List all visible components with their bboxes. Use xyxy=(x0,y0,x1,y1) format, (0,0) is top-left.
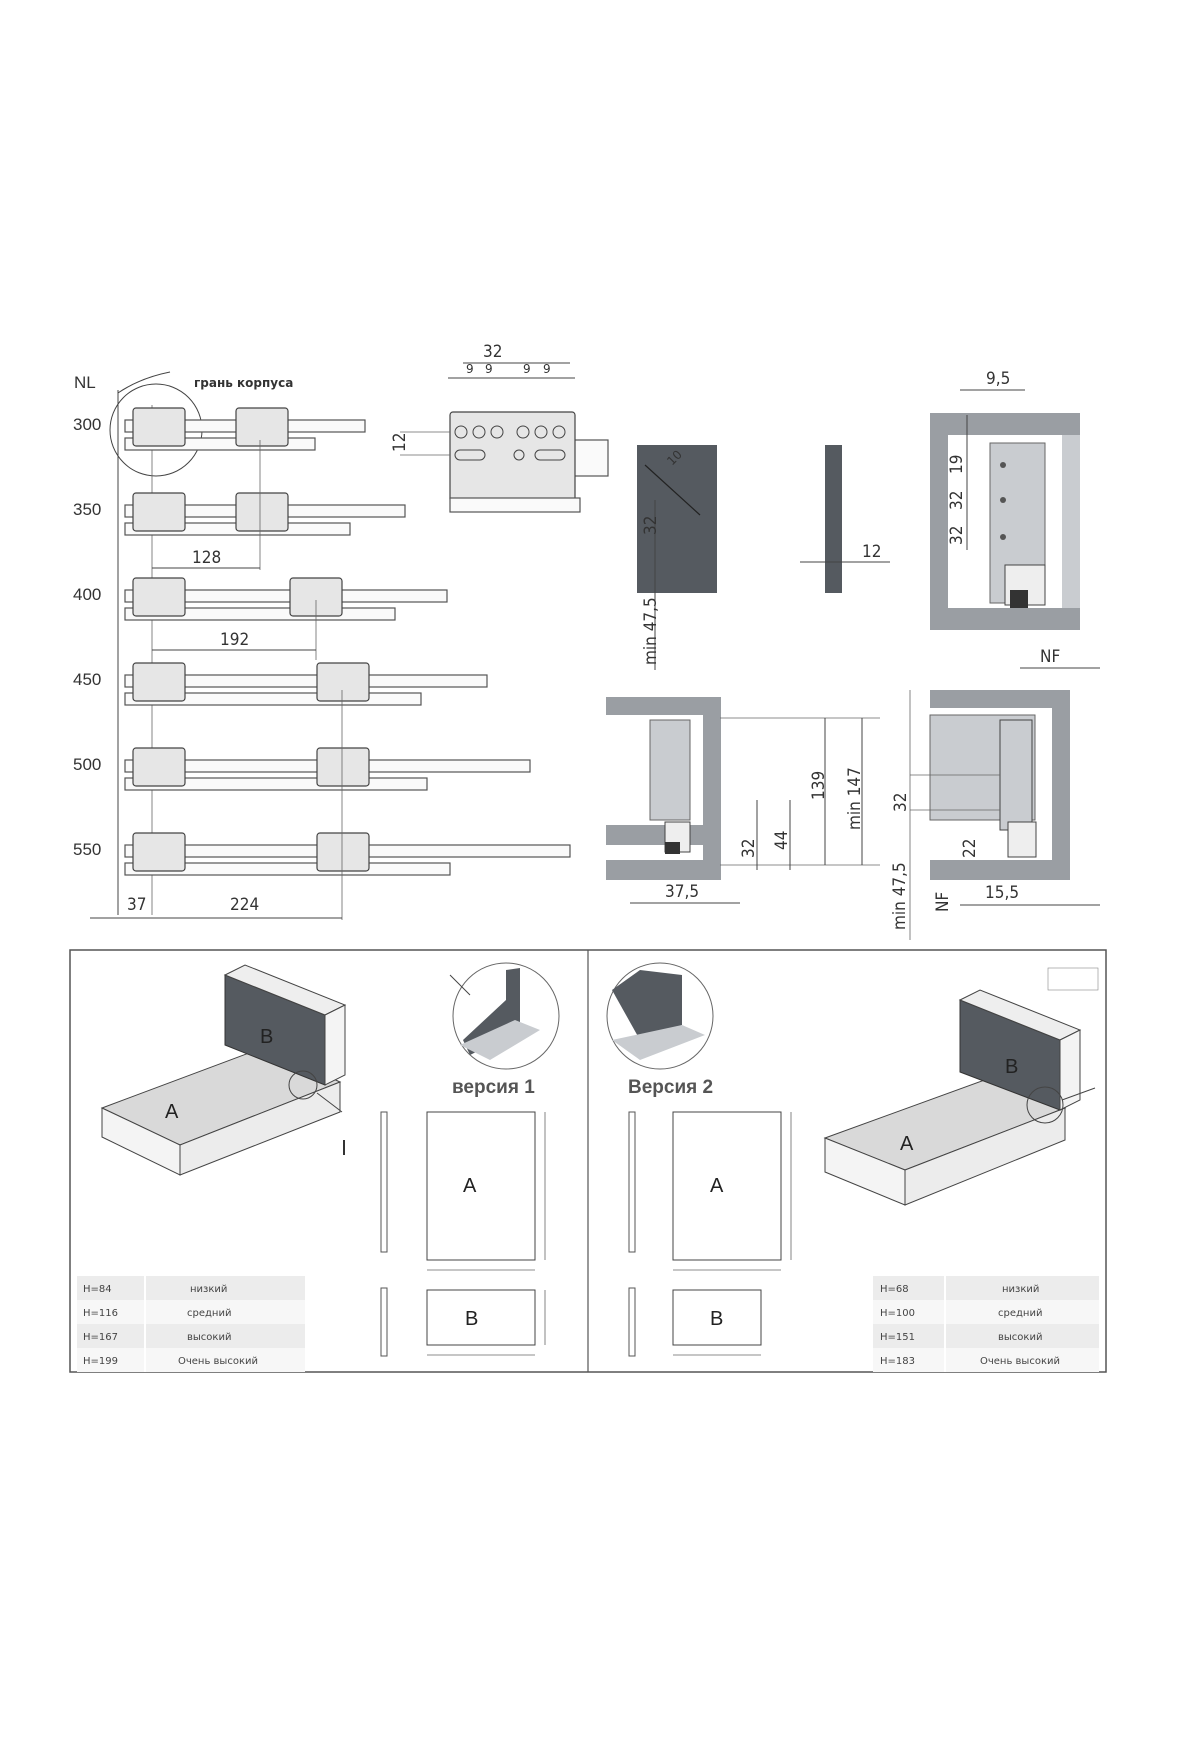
section-right: NF 32 22 min 47,5 NF 15,5 xyxy=(890,647,1100,940)
panel-b-v1 xyxy=(426,1289,536,1346)
table-v2-label-2: высокий xyxy=(998,1332,1042,1343)
dim-9b: 9 xyxy=(485,362,493,376)
height-table-v2: H=68 низкий H=100 средний H=151 высокий … xyxy=(873,1276,1099,1372)
table-v1-label-3: Очень высокий xyxy=(178,1356,258,1367)
nl-label: NL xyxy=(74,373,96,392)
nf-bottom: NF xyxy=(933,892,953,912)
height-table-v1: H=84 низкий H=116 средний H=167 высокий … xyxy=(77,1276,305,1372)
iso-label-b-v2: B xyxy=(1005,1056,1018,1078)
slide-row-300 xyxy=(124,407,366,451)
dim-44: 44 xyxy=(772,831,792,850)
table-v2-h-0: H=68 xyxy=(880,1284,909,1295)
dim-192: 192 xyxy=(220,630,249,650)
dim-32-bracket: 32 xyxy=(483,342,502,362)
detail-circle-v1 xyxy=(449,962,560,1070)
dim-128: 128 xyxy=(192,548,221,568)
row-label-300: 300 xyxy=(73,415,101,434)
table-v1-h-2: H=167 xyxy=(83,1332,118,1343)
dim-9d: 9 xyxy=(543,362,551,376)
bracket-detail: 32 9 9 9 9 12 xyxy=(390,342,609,513)
panel-a-label-v1: A xyxy=(463,1175,477,1197)
dim-22: 22 xyxy=(960,839,980,858)
row-label-500: 500 xyxy=(73,755,101,774)
panel-b-v2 xyxy=(672,1289,762,1346)
dim-32-front: 32 xyxy=(641,516,661,535)
dim-32-section: 32 xyxy=(739,839,759,858)
dim-375: 37,5 xyxy=(665,882,699,902)
dim-32-cab-a: 32 xyxy=(947,491,967,510)
table-v1-h-1: H=116 xyxy=(83,1308,118,1319)
dim-95-cabinet: 9,5 xyxy=(986,369,1010,389)
dim-12-side: 12 xyxy=(862,542,881,562)
panel-a-v1 xyxy=(426,1111,536,1261)
dim-37: 37 xyxy=(127,895,146,915)
nf-top: NF xyxy=(1040,647,1060,667)
iso-label-b-v1: B xyxy=(260,1026,273,1048)
side-panel-drawing: 12 xyxy=(800,445,890,593)
version-1: A B версия 1 A B xyxy=(77,962,560,1372)
dim-min47-right: min 47,5 xyxy=(890,862,910,930)
table-v1-label-0: низкий xyxy=(190,1284,227,1295)
table-v1-label-2: высокий xyxy=(187,1332,231,1343)
side-panel xyxy=(825,445,842,593)
slide-row-550 xyxy=(124,832,571,876)
dim-19: 19 xyxy=(947,455,967,474)
table-v1-label-1: средний xyxy=(187,1308,231,1319)
dim-9a: 9 xyxy=(466,362,474,376)
table-v2-label-1: средний xyxy=(998,1308,1042,1319)
row-label-550: 550 xyxy=(73,840,101,859)
dim-9c: 9 xyxy=(523,362,531,376)
panel-b-label-v1: B xyxy=(465,1308,478,1330)
row-label-400: 400 xyxy=(73,585,101,604)
panel-b-label-v2: B xyxy=(710,1308,723,1330)
dim-min147: min 147 xyxy=(845,767,865,830)
table-v2-label-3: Очень высокий xyxy=(980,1356,1060,1367)
slide-length-chart: NL грань корпуса 300 350 400 450 500 550 xyxy=(73,371,571,920)
version-2: Версия 2 A B A B H=68 н xyxy=(606,962,1099,1372)
version-2-title: Версия 2 xyxy=(628,1077,713,1098)
cabinet-right-section: 9,5 19 32 32 xyxy=(930,369,1080,630)
row-label-350: 350 xyxy=(73,500,101,519)
table-v2-h-2: H=151 xyxy=(880,1332,915,1343)
table-v2-h-1: H=100 xyxy=(880,1308,915,1319)
dim-139: 139 xyxy=(809,771,829,800)
front-panel-drawing: 10 32 min 47,5 xyxy=(637,445,717,670)
table-v2-label-0: низкий xyxy=(1002,1284,1039,1295)
edge-pointer-arrow xyxy=(117,371,171,394)
detail-circle-v2 xyxy=(606,962,714,1070)
section-left: 139 min 147 32 44 37,5 xyxy=(606,697,880,904)
dim-12-bracket: 12 xyxy=(390,433,410,452)
table-v2-h-3: H=183 xyxy=(880,1356,915,1367)
dim-155: 15,5 xyxy=(985,883,1019,903)
bracket-body xyxy=(449,411,576,503)
slide-row-450 xyxy=(124,662,488,706)
cabinet-edge-label: грань корпуса xyxy=(194,376,293,390)
row-label-450: 450 xyxy=(73,670,101,689)
panel-a-v2 xyxy=(672,1111,782,1261)
iso-label-a-v2: A xyxy=(900,1133,914,1155)
version-1-title: версия 1 xyxy=(452,1077,535,1098)
dim-min47-front: min 47,5 xyxy=(641,597,661,665)
dim-32-cab-b: 32 xyxy=(947,526,967,545)
slide-row-400 xyxy=(124,577,448,621)
table-v1-h-0: H=84 xyxy=(83,1284,112,1295)
table-v1-h-3: H=199 xyxy=(83,1356,118,1367)
panel-a-label-v2: A xyxy=(710,1175,724,1197)
dim-32-right: 32 xyxy=(891,793,911,812)
iso-label-a-v1: A xyxy=(165,1101,179,1123)
dim-224: 224 xyxy=(230,895,259,915)
slide-row-500 xyxy=(124,747,531,791)
slide-row-350 xyxy=(124,492,406,536)
